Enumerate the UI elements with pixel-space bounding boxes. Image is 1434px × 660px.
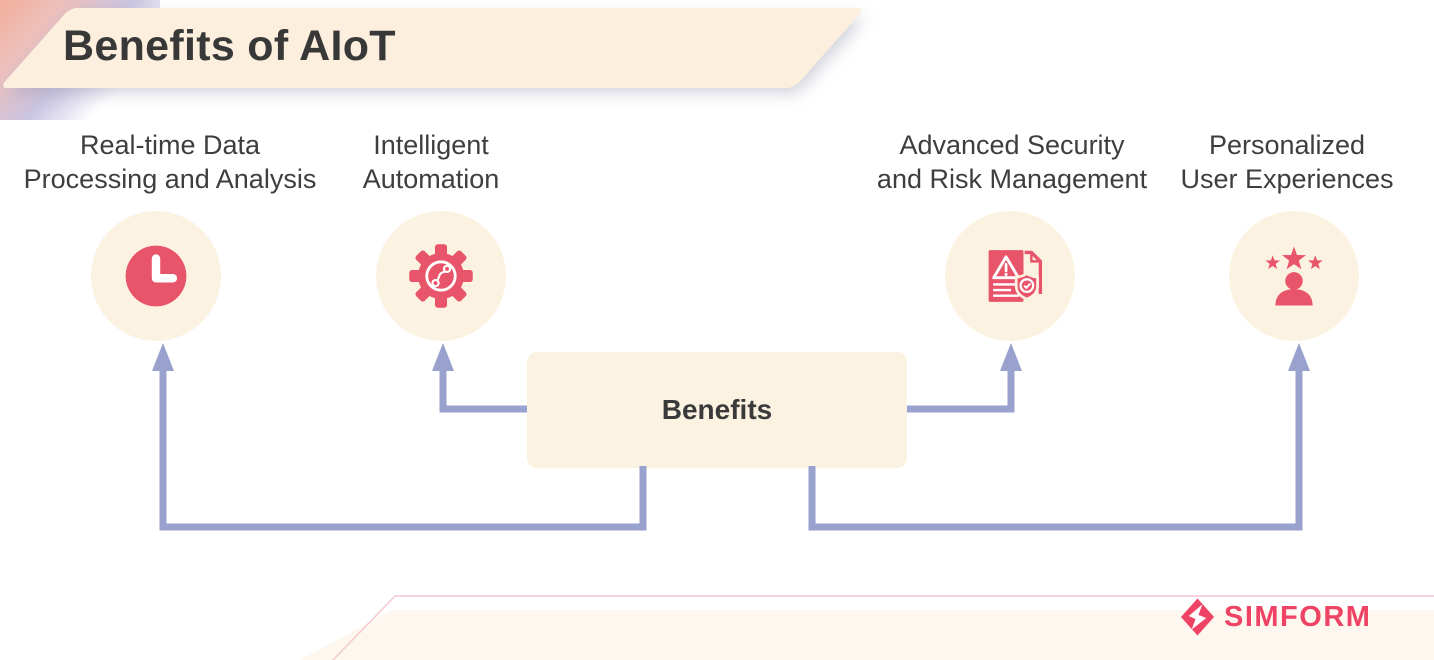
benefit-label-personalized-ux: Personalized User Experiences [1180, 130, 1394, 194]
benefit-label-intelligent-automation: Intelligent Automation [362, 130, 500, 194]
benefit-label-realtime-data: Real-time Data Processing and Analysis [23, 130, 317, 194]
icon-circle-personalized-ux [1229, 211, 1359, 341]
secure-document-icon [988, 250, 1043, 302]
icon-circle-realtime-data [91, 211, 221, 341]
arrow-up-icon [432, 343, 454, 371]
user-stars-icon [1265, 246, 1323, 306]
gear-automation-icon [409, 244, 473, 308]
simform-logo: SIMFORM [1180, 597, 1371, 637]
benefit-label-advanced-security: Advanced Security and Risk Management [876, 130, 1148, 194]
benefits-box-label: Benefits [661, 394, 773, 425]
simform-logo-text: SIMFORM [1224, 600, 1372, 633]
arrow-up-icon [1000, 343, 1022, 371]
arrow-up-icon [152, 343, 174, 371]
arrow-up-icon [1288, 343, 1310, 371]
connector-to-intelligent-automation [439, 366, 527, 413]
icon-circle-intelligent-automation [376, 211, 506, 341]
icon-circle-advanced-security [945, 211, 1075, 341]
connector-to-advanced-security [907, 366, 1015, 413]
page-title: Benefits of AIoT [63, 22, 396, 70]
clock-icon [125, 245, 187, 307]
simform-logo-mark-icon [1180, 598, 1215, 636]
benefits-box: Benefits [527, 352, 907, 468]
